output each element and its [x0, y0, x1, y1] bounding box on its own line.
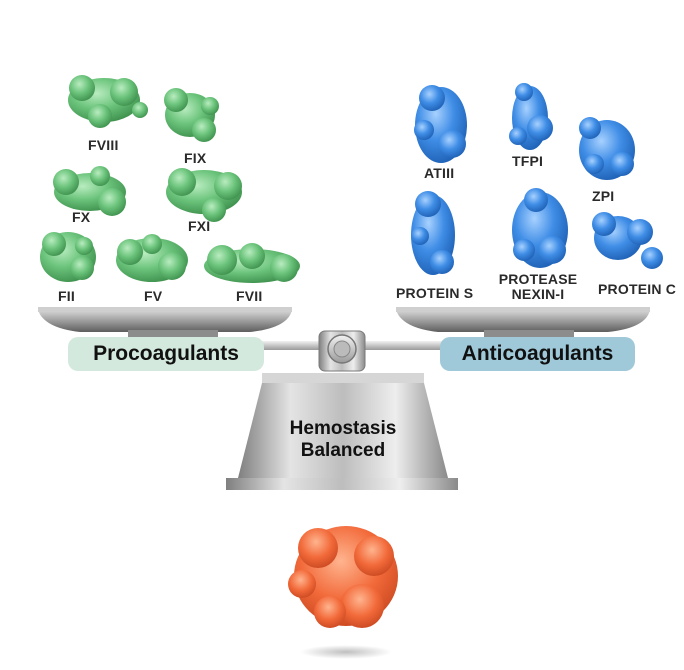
label-zpi: ZPI	[592, 188, 615, 204]
pivot-knob	[318, 330, 366, 372]
label-fxi: FXI	[188, 218, 211, 234]
fix-protein-icon	[164, 88, 219, 142]
anticoagulants-label: Anticoagulants	[440, 337, 635, 371]
label-protein-s: PROTEIN S	[396, 285, 474, 301]
label-fviii: FVIII	[88, 137, 119, 153]
fxi-protein-icon	[166, 168, 242, 222]
label-fx: FX	[72, 209, 91, 225]
label-protein-c: PROTEIN C	[598, 281, 677, 297]
atiii-protein-icon	[414, 85, 467, 163]
label-protease: PROTEASE	[498, 271, 578, 287]
fviii-protein-icon	[68, 75, 148, 128]
protein-s-protein-icon	[411, 191, 455, 275]
anticoagulant-proteins	[411, 83, 663, 275]
label-fv: FV	[144, 288, 163, 304]
fii-protein-icon	[40, 232, 96, 282]
center-line-1: Hemostasis	[289, 418, 397, 439]
fvii-protein-icon	[204, 243, 300, 283]
center-line-2: Balanced	[300, 440, 386, 461]
center-caption: Hemostasis Balanced	[262, 418, 424, 462]
scale-base	[226, 373, 458, 490]
label-fvii: FVII	[236, 288, 263, 304]
label-tfpi: TFPI	[512, 153, 544, 169]
tfpi-protein-icon	[509, 83, 553, 150]
procoagulant-proteins	[40, 75, 300, 283]
label-fix: FIX	[184, 150, 207, 166]
zpi-protein-icon	[579, 117, 635, 180]
left-scale-pan	[38, 307, 292, 339]
protein-c-protein-icon	[592, 212, 663, 269]
label-fii: FII	[58, 288, 75, 304]
right-scale-pan	[396, 307, 650, 339]
label-nexin-i: NEXIN-I	[511, 286, 565, 302]
clot-protein-icon	[288, 526, 398, 659]
label-atiii: ATIII	[424, 165, 455, 181]
fx-protein-icon	[53, 166, 126, 216]
protease-nexin-i-protein-icon	[512, 188, 568, 268]
procoagulants-label: Procoagulants	[68, 337, 264, 371]
fv-protein-icon	[116, 234, 188, 282]
